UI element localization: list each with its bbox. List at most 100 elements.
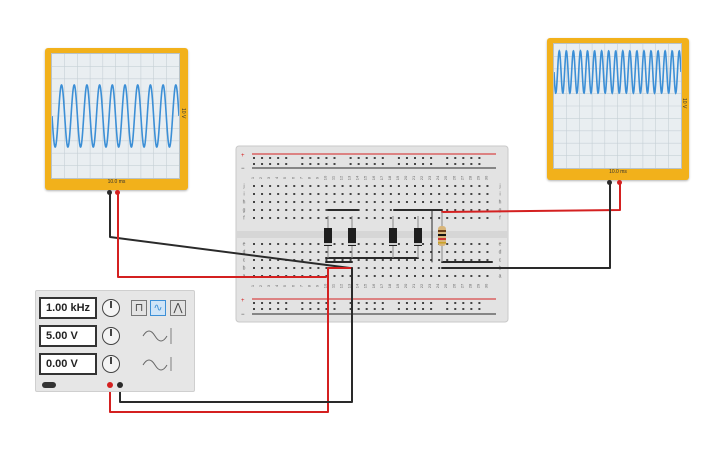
column-number: 23 — [427, 283, 432, 288]
svg-text:−: − — [241, 312, 245, 318]
column-number: 15 — [363, 175, 368, 180]
generator-terminal-positive[interactable] — [107, 382, 113, 388]
oscilloscope-left-vdiv: 10 V — [180, 108, 186, 119]
row-letter: f — [243, 216, 245, 222]
oscilloscope-right-vdiv: 10 V — [681, 98, 687, 109]
column-number: 13 — [347, 175, 352, 180]
column-number: 2 — [258, 176, 263, 179]
row-letter: c — [243, 258, 246, 264]
column-number: 3 — [266, 176, 271, 179]
row-letter: d — [499, 250, 502, 256]
row-letter: h — [499, 200, 502, 206]
offset-field[interactable]: 0.00 V — [39, 353, 97, 375]
row-letter: b — [243, 266, 246, 272]
column-number: 20 — [403, 283, 408, 288]
column-number: 14 — [355, 175, 360, 180]
diode-3 — [389, 216, 397, 258]
column-number: 5 — [282, 284, 287, 287]
column-number: 10 — [322, 175, 327, 180]
column-number: 12 — [339, 175, 344, 180]
column-number: 29 — [475, 175, 480, 180]
column-number: 29 — [475, 283, 480, 288]
wire-black-gen — [119, 267, 353, 403]
row-letter: j — [242, 184, 244, 190]
column-number: 21 — [411, 175, 416, 180]
column-number: 24 — [435, 175, 440, 180]
column-number: 19 — [395, 283, 400, 288]
diode-1 — [324, 216, 332, 258]
triangle-wave-button[interactable]: ⋀ — [170, 300, 186, 316]
column-number: 28 — [467, 283, 472, 288]
amplitude-knob[interactable] — [102, 327, 120, 345]
column-number: 9 — [314, 176, 319, 179]
wire-black-right-scope — [441, 182, 611, 269]
wires[interactable] — [109, 182, 621, 413]
column-number: 16 — [371, 283, 376, 288]
column-number: 4 — [274, 176, 279, 179]
column-number: 27 — [459, 175, 464, 180]
oscilloscope-left[interactable]: 10 V 10.0 ms — [45, 48, 188, 195]
row-letter: j — [498, 184, 500, 190]
column-number: 11 — [331, 175, 336, 180]
column-number: 16 — [371, 175, 376, 180]
column-number: 17 — [379, 283, 384, 288]
row-letter: d — [243, 250, 246, 256]
oscilloscope-right-probe-black[interactable] — [607, 180, 612, 185]
amplitude-field[interactable]: 5.00 V — [39, 325, 97, 347]
column-number: 12 — [339, 283, 344, 288]
wire-black-left-scope — [109, 192, 351, 269]
row-letter: a — [499, 274, 502, 280]
power-switch[interactable] — [42, 382, 56, 388]
frequency-field[interactable]: 1.00 kHz — [39, 297, 97, 319]
column-number: 15 — [363, 283, 368, 288]
function-generator[interactable]: 1.00 kHz ⊓ ∿ ⋀ 5.00 V 0.00 V — [35, 290, 195, 392]
svg-text:+: + — [241, 153, 245, 159]
sine-wave-button[interactable]: ∿ — [150, 300, 166, 316]
square-wave-button[interactable]: ⊓ — [131, 300, 147, 316]
column-number: 25 — [443, 283, 448, 288]
column-number: 3 — [266, 284, 271, 287]
row-letter: f — [499, 216, 501, 222]
column-number: 14 — [355, 283, 360, 288]
column-number: 6 — [290, 284, 295, 287]
column-number: 13 — [347, 283, 352, 288]
column-number: 7 — [298, 284, 303, 287]
resistor[interactable] — [438, 212, 446, 262]
column-number: 17 — [379, 175, 384, 180]
oscilloscope-left-probe-red[interactable] — [115, 190, 120, 195]
column-number: 19 — [395, 175, 400, 180]
wire-red-gen — [109, 267, 353, 413]
oscilloscope-right-probe-red[interactable] — [617, 180, 622, 185]
column-number: 28 — [467, 175, 472, 180]
wire-red-right-scope — [441, 182, 621, 213]
generator-terminal-negative[interactable] — [117, 382, 123, 388]
frequency-knob[interactable] — [102, 299, 120, 317]
column-number: 30 — [483, 175, 488, 180]
oscilloscope-right[interactable]: 10 V 10.0 ms — [547, 38, 689, 185]
diodes[interactable] — [324, 216, 422, 258]
column-number: 22 — [419, 283, 424, 288]
column-number: 4 — [274, 284, 279, 287]
column-number: 10 — [322, 283, 327, 288]
row-letter: g — [243, 208, 246, 214]
wire-red-left-scope — [117, 192, 327, 278]
oscilloscope-left-timebase: 10.0 ms — [107, 179, 126, 185]
column-number: 2 — [258, 284, 263, 287]
column-number: 8 — [306, 284, 311, 287]
column-number: 21 — [411, 283, 416, 288]
amplitude-icon — [142, 328, 172, 344]
breadboard[interactable]: + − + − 11223344556677889910101111121213… — [235, 145, 509, 323]
row-letter: h — [243, 200, 246, 206]
offset-knob[interactable] — [102, 355, 120, 373]
oscilloscope-left-probe-black[interactable] — [107, 190, 112, 195]
column-number: 20 — [403, 175, 408, 180]
column-number: 6 — [290, 176, 295, 179]
row-letter: i — [499, 192, 500, 198]
column-number: 18 — [387, 175, 392, 180]
column-number: 22 — [419, 175, 424, 180]
column-number: 25 — [443, 175, 448, 180]
row-letter: i — [243, 192, 244, 198]
column-number: 9 — [314, 284, 319, 287]
column-number: 24 — [435, 283, 440, 288]
